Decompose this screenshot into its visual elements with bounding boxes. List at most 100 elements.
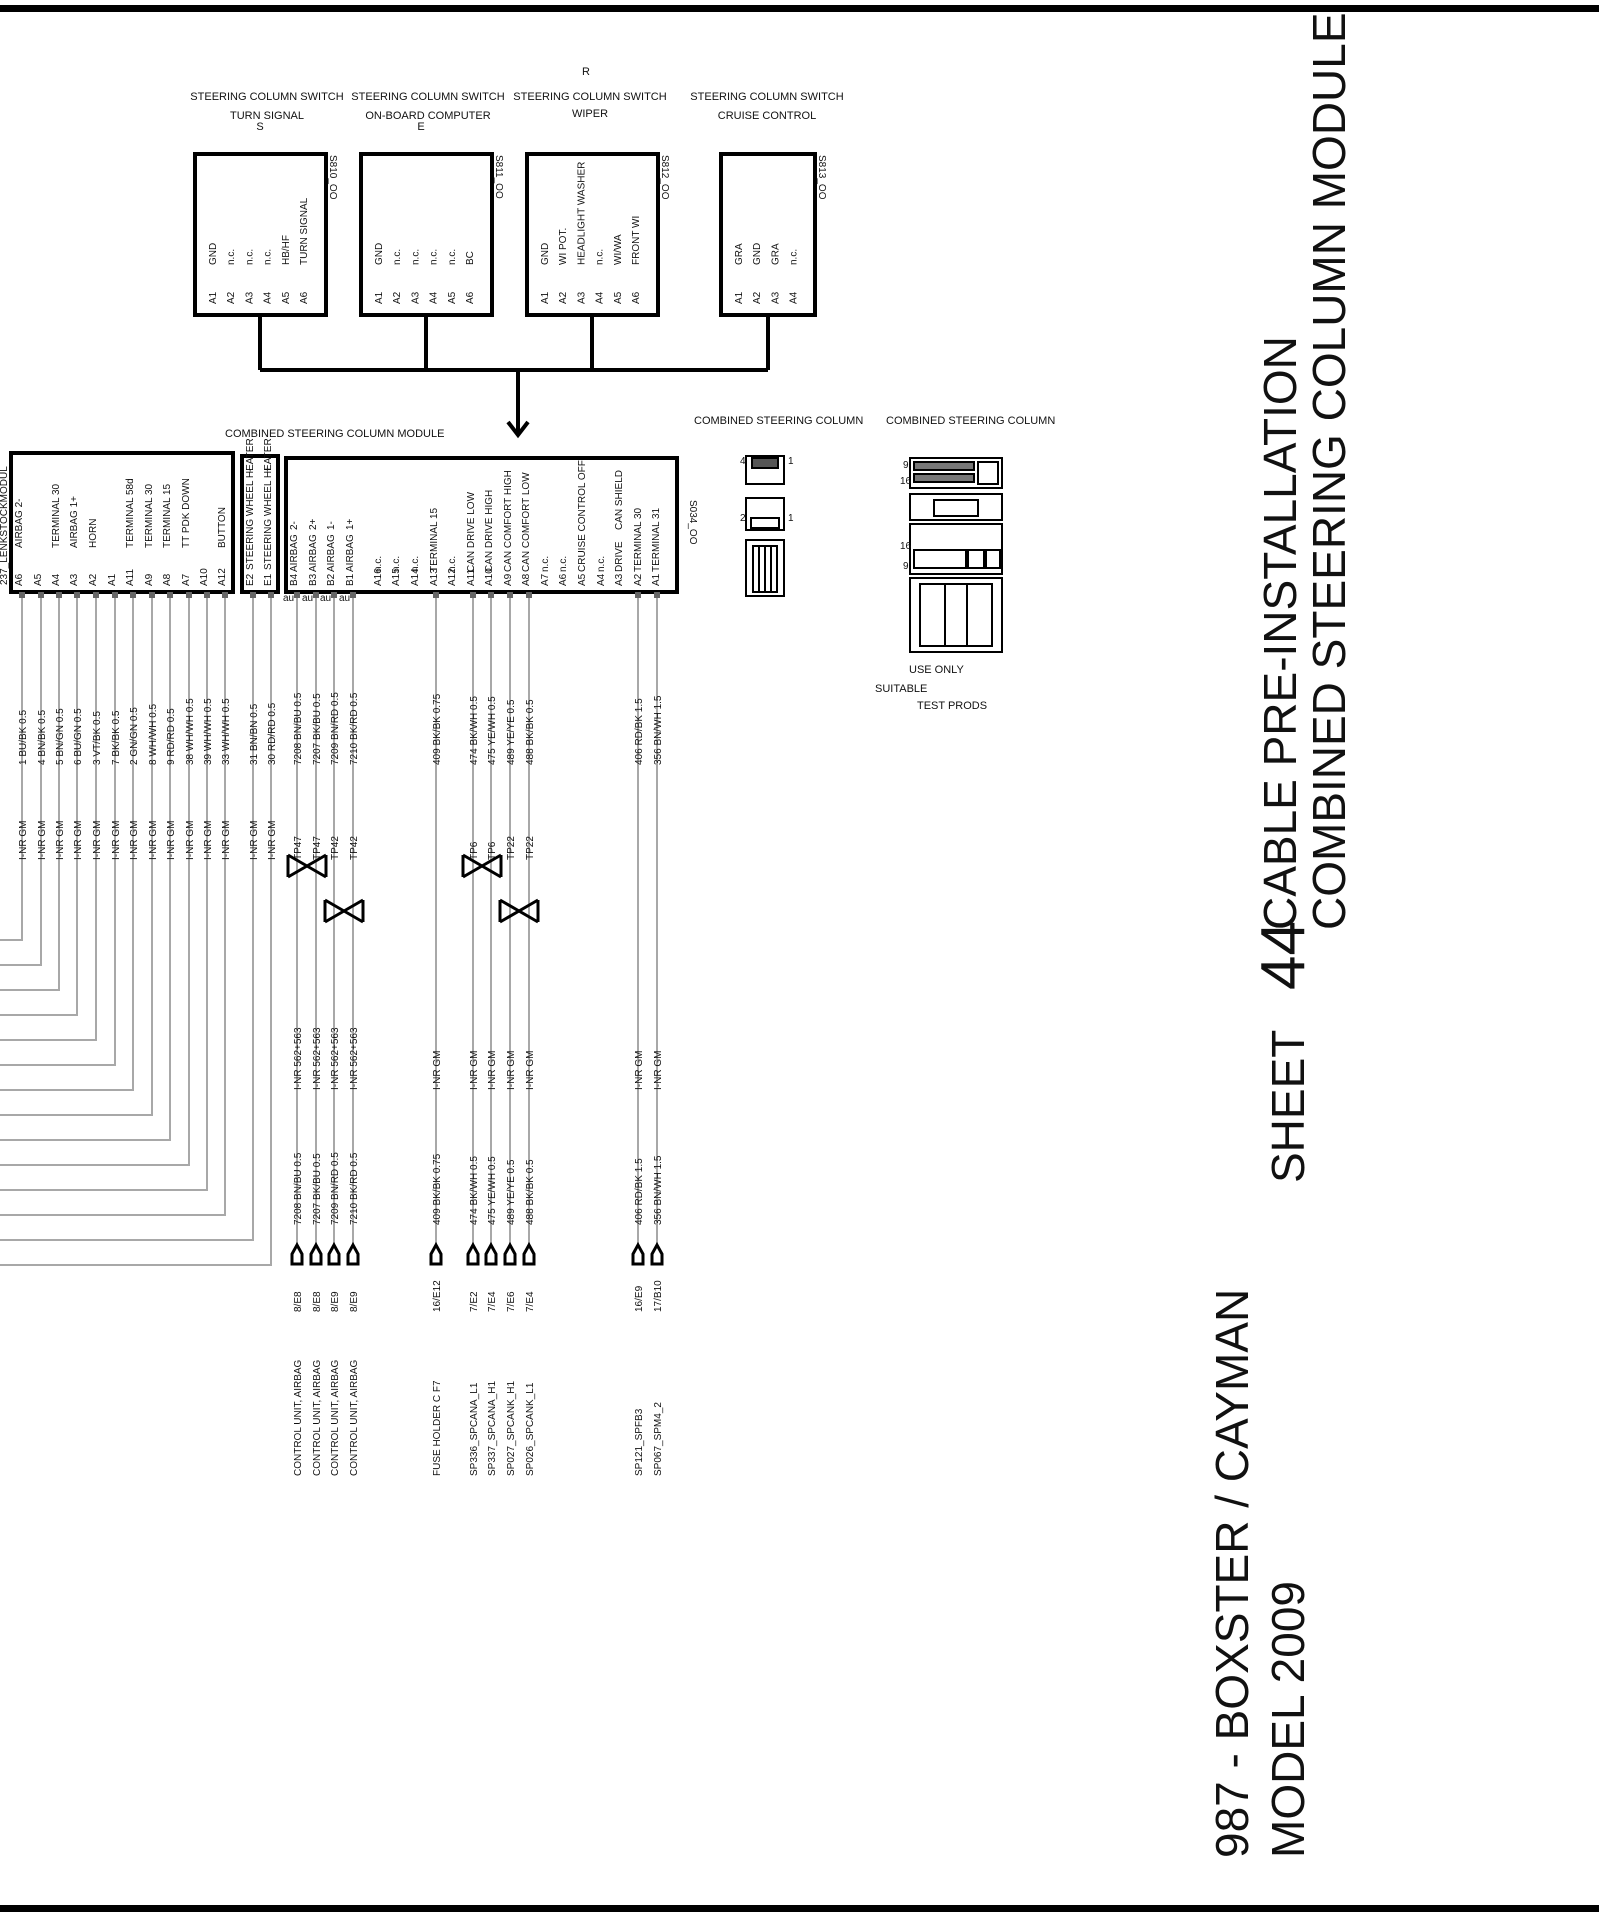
wire-destination: SP027_SPCANK_H1 xyxy=(506,1381,517,1476)
left-wire: 30 RD/RD 0.5I-NR GM xyxy=(0,592,278,1266)
left-wire: 7 BK/BK 0.5I-NR GM xyxy=(0,592,122,1066)
wire-destination: SP337_SPCANA_H1 xyxy=(487,1381,498,1476)
switch-header: STEERING COLUMN SWITCH xyxy=(190,91,343,103)
twisted-pair-icon xyxy=(498,898,540,924)
module-pin-id: A16 xyxy=(373,568,384,586)
switch-pin-label: n.c. xyxy=(226,249,237,265)
switch-code: S811_OO xyxy=(493,155,504,199)
module-pin-label: n.c. xyxy=(373,556,384,572)
module-pin-label: TERMINAL 31 xyxy=(651,507,662,572)
switch-subtitle: TURN SIGNAL xyxy=(230,110,304,122)
switch-subtitle: ON-BOARD COMPUTER xyxy=(365,110,490,122)
title-block: 987 - BOXSTER / CAYMAN MODEL 2009 SHEET … xyxy=(1206,12,1355,1858)
combined-steering-column-module: COMBINED STEERING COLUMN MODULE 237_LENK… xyxy=(0,428,698,604)
module-pin-label: n.c. xyxy=(391,556,402,572)
module-pin-sub: 2- xyxy=(289,521,300,530)
module-pin-label: CAN DRIVE HIGH xyxy=(484,490,495,572)
switch-pin-id: A1 xyxy=(374,291,385,304)
left-wire: 3 VT/BK 0.5I-NR GM xyxy=(0,592,103,1041)
right-wire-tag: I-NR GM xyxy=(634,1051,645,1090)
left-wire-label: 33 WH/WH 0.5 xyxy=(221,698,232,765)
left-wire-label: 4 BN/BK 0.5 xyxy=(37,710,48,765)
switch-pin-label: GND xyxy=(208,243,219,265)
module-pin-id: A10 xyxy=(199,568,210,586)
left-wire: 4 BN/BK 0.5I-NR GM xyxy=(0,592,48,966)
module-pin-label: TERMINAL 58d xyxy=(125,478,136,548)
right-wire-tag: I-NR 562+563 xyxy=(330,1027,341,1090)
module-pin-id: A11 xyxy=(125,569,136,586)
module-pin-sub: 1+ xyxy=(345,518,356,530)
left-wire-tag: I-NR GM xyxy=(185,821,196,860)
switch-pin-label: GRA xyxy=(770,243,781,265)
left-wire-tag: I-NR GM xyxy=(221,821,232,860)
module-pin-label: TT PDK DOWN xyxy=(181,478,192,548)
switch-pin-id: A6 xyxy=(465,291,476,304)
wire-location: 8/E8 xyxy=(312,1291,323,1312)
connector-label-1: COMBINED STEERING COLUMN xyxy=(694,415,863,427)
module-pin-label: TERMINAL 30 xyxy=(633,507,644,572)
module-pin-label: HORN xyxy=(88,519,99,548)
module-pin-sub: 1- xyxy=(326,521,337,530)
switch-pin-id: A1 xyxy=(208,291,219,304)
right-wire-label: 474 BK/WH 0.5 xyxy=(469,696,480,765)
left-wire: 6 BU/GN 0.5I-NR GM xyxy=(0,592,84,1016)
small-connector-pin-2: 2 xyxy=(740,513,746,524)
switch-pin-label: WI/WA xyxy=(613,234,624,265)
twisted-pair-icon xyxy=(323,898,365,924)
module-pin-id: A3 xyxy=(614,573,625,586)
left-wire-label: 5 BN/GN 0.5 xyxy=(55,708,66,765)
au-marker: au xyxy=(302,593,313,604)
switch-pin-id: A5 xyxy=(613,291,624,304)
switch-pin-id: A2 xyxy=(558,291,569,304)
switch-pin-id: A3 xyxy=(576,291,587,304)
switch-pin-label: n.c. xyxy=(410,249,421,265)
switch-pin-id: A1 xyxy=(540,291,551,304)
switch-pin-id: A3 xyxy=(770,291,781,304)
terminal-icon xyxy=(327,1241,341,1266)
wire-destination: SP067_SPM4_2 xyxy=(653,1402,664,1476)
right-wire-tag: I-NR GM xyxy=(653,1051,664,1090)
right-wire-label-2: 356 BN/WH 1.5 xyxy=(653,1155,664,1225)
wire-location: 16/E12 xyxy=(432,1280,443,1312)
left-wire-label: 31 BN/BN 0.5 xyxy=(249,703,260,765)
module-pin-label: TERMINAL 15 xyxy=(162,483,173,548)
switch-subtitle: CRUISE CONTROL xyxy=(718,110,816,122)
module-pin-label: n.c. xyxy=(558,556,569,572)
switch-pin-label: n.c. xyxy=(595,249,606,265)
title-line-2: COMBINED STEERING COLUMN MODULE xyxy=(1303,12,1355,930)
au-marker: au xyxy=(283,593,294,604)
switch-pin-id: A2 xyxy=(392,291,403,304)
switch-pin-id: A2 xyxy=(226,291,237,304)
module-right-code: S034_OO xyxy=(687,500,698,545)
twisted-pair-tag: TP42 xyxy=(330,836,341,860)
left-wire-tag: I-NR GM xyxy=(92,821,103,860)
terminal-icon xyxy=(346,1241,360,1266)
terminal-icon xyxy=(466,1241,480,1266)
module-pin-label: AIRBAG 1+ xyxy=(69,496,80,548)
connector-label-2: COMBINED STEERING COLUMN xyxy=(886,415,1055,427)
right-wire-label: 7208 BN/BU 0.5 xyxy=(293,692,304,765)
wire-location: 17/B10 xyxy=(653,1280,664,1312)
module-pin-label: n.c. xyxy=(596,556,607,572)
switch-subtitle: WIPER xyxy=(572,108,608,120)
module-pin-id: A9 xyxy=(503,573,514,586)
heater-pin-polarity: - xyxy=(245,469,256,472)
switch-pin-id: A6 xyxy=(299,291,310,304)
right-wire-label-2: 7209 BN/RD 0.5 xyxy=(330,1152,341,1225)
module-pin-id: A2 xyxy=(88,573,99,586)
module-pin-id: A11 xyxy=(466,569,477,586)
right-wire-label-2: 7208 BN/BU 0.5 xyxy=(293,1152,304,1225)
terminal-icon xyxy=(522,1241,536,1266)
wire-location: 8/E9 xyxy=(330,1291,341,1312)
twisted-pair-tag: TP42 xyxy=(349,836,360,860)
module-pin-id: A13 xyxy=(429,568,440,586)
switch-pin-label: n.c. xyxy=(392,249,403,265)
wire-location: 8/E8 xyxy=(293,1291,304,1312)
twisted-pair-tag: TP6 xyxy=(487,841,498,860)
use-only-note: USE ONLY xyxy=(909,664,964,676)
right-wire-tag: I-NR GM xyxy=(432,1051,443,1090)
